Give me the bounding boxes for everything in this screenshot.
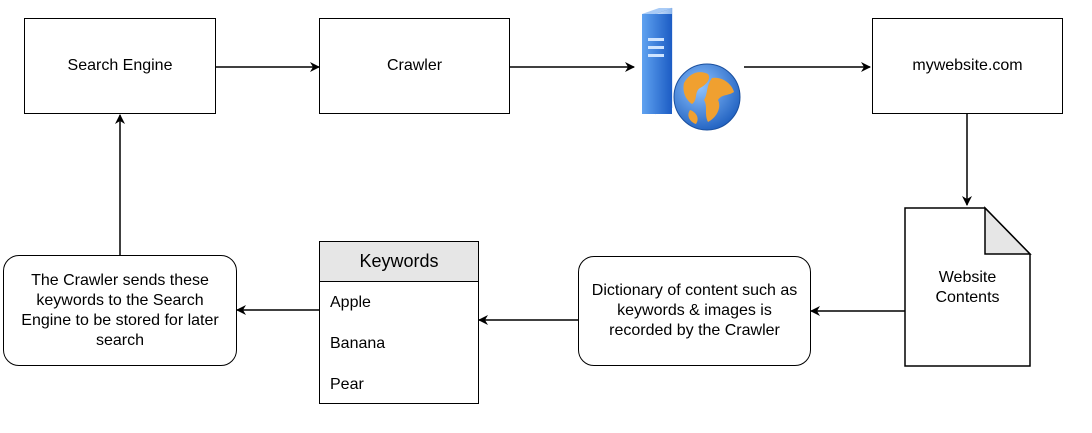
web-server-globe-icon: [642, 7, 741, 131]
document-fold: [984, 206, 1032, 255]
website-node: mywebsite.com: [872, 18, 1063, 114]
dictionary-label: Dictionary of content such as keywords &…: [591, 282, 798, 339]
website-contents-label: Website Contents: [905, 268, 1030, 308]
keyword-item: Pear: [330, 376, 364, 393]
crawler-sends-node: The Crawler sends these keywords to the …: [3, 255, 237, 366]
crawler-node: Crawler: [319, 18, 510, 114]
website-label: mywebsite.com: [912, 57, 1023, 74]
keywords-list: Keywords Apple Banana Pear: [319, 241, 479, 404]
search-engine-label: Search Engine: [67, 57, 173, 74]
keywords-header: Keywords: [320, 242, 478, 282]
website-contents-line2: Contents: [935, 289, 1000, 306]
dictionary-node: Dictionary of content such as keywords &…: [578, 256, 811, 366]
keyword-item: Apple: [330, 294, 371, 311]
crawler-sends-label: The Crawler sends these keywords to the …: [21, 271, 219, 349]
search-engine-node: Search Engine: [24, 18, 216, 114]
website-contents-line1: Website: [938, 269, 997, 286]
crawler-label: Crawler: [386, 57, 443, 74]
keyword-item: Banana: [330, 335, 386, 352]
